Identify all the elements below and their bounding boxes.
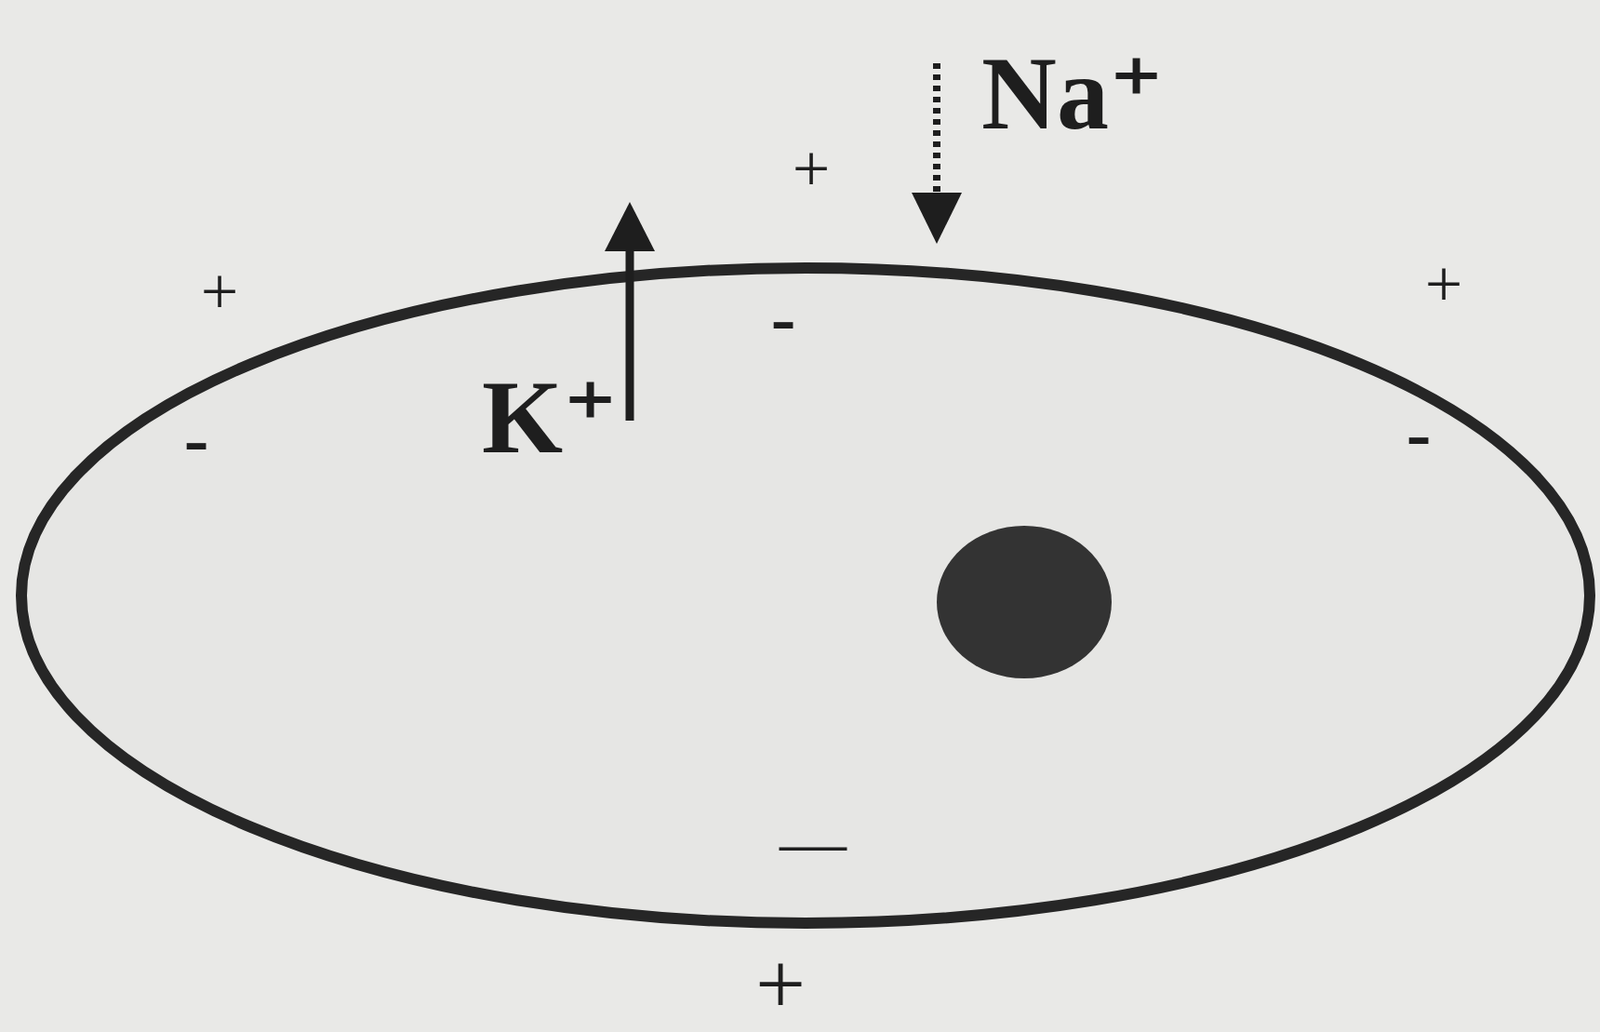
charge-sign: - [1406,396,1432,471]
charge-sign: + [755,938,806,1028]
sodium-arrow-shaft [933,63,941,196]
sodium-arrowhead [911,192,962,244]
ion-label: K⁺ [481,364,618,469]
charge-sign: + [792,134,831,202]
nucleus [936,525,1112,679]
charge-sign: — [779,808,847,876]
charge-sign: + [1425,250,1464,318]
potassium-arrowhead [604,201,655,252]
potassium-arrow-shaft [626,243,635,421]
charge-sign: - [184,401,210,477]
charge-sign: - [771,280,797,356]
charge-sign: + [200,257,240,325]
cell-membrane [21,267,1590,923]
ion-label: Na⁺ [981,40,1164,146]
